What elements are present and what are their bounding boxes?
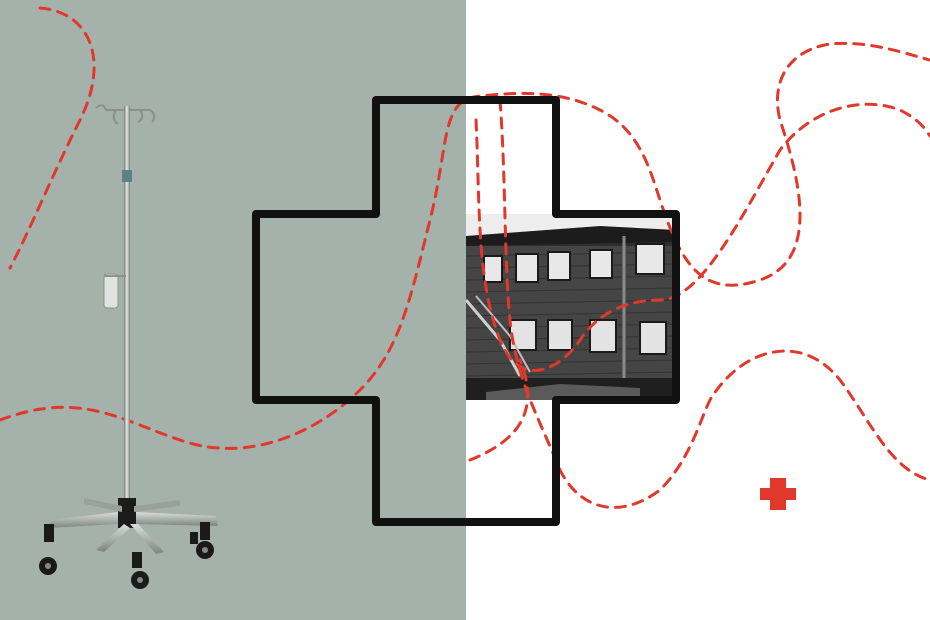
- iv-drip-stand: [39, 104, 218, 589]
- red-cross-icon: [760, 478, 796, 510]
- red-dashed-paths: [0, 6, 930, 509]
- medical-cross-outline: [252, 96, 680, 526]
- apartment-building-photo: [464, 214, 676, 400]
